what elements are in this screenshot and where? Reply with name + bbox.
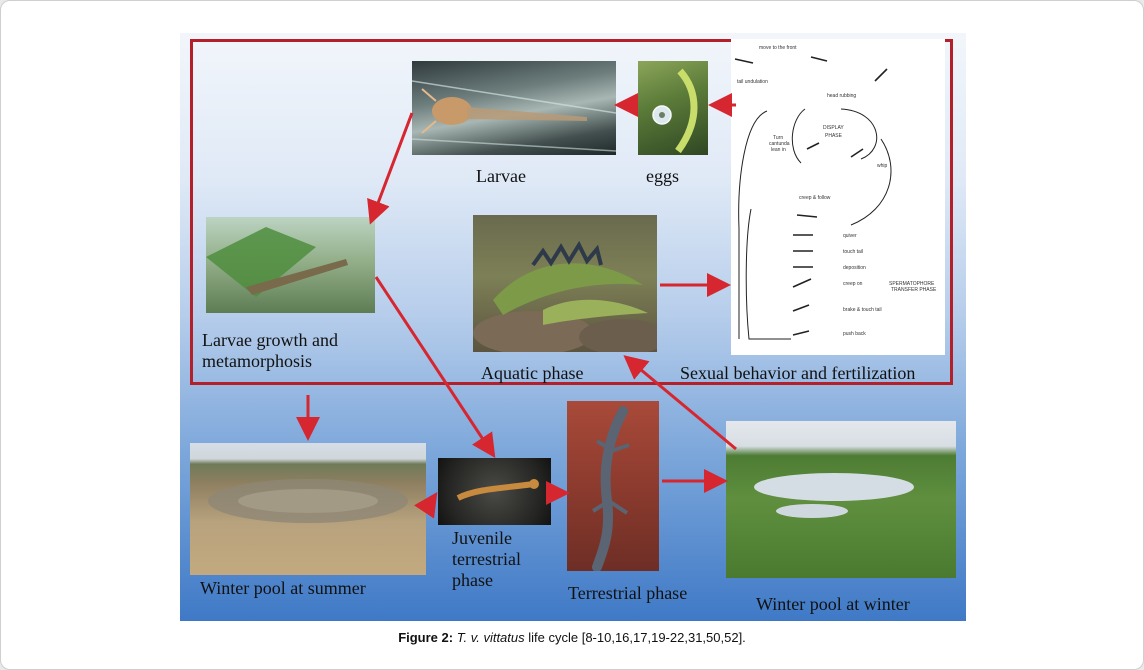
juvenile-label-line1: Juvenile	[452, 528, 521, 549]
caption-prefix: Figure 2:	[398, 630, 453, 645]
ethogram-label: move to the front	[759, 45, 797, 51]
juvenile-label-line2: terrestrial	[452, 549, 521, 570]
ethogram-label: PHASE	[825, 133, 843, 139]
ethogram-label: head rubbing	[827, 93, 856, 99]
figure-caption: Figure 2: T. v. vittatus life cycle [8-1…	[0, 630, 1144, 645]
arrow-summer-pool-to-juvenile	[426, 497, 434, 509]
larvae-label: Larvae	[476, 166, 526, 187]
ethogram-label: brake & touch tail	[843, 307, 882, 313]
dry-pool-drawing	[190, 443, 426, 575]
winter-pool-summer-label: Winter pool at summer	[200, 578, 366, 599]
full-pool-drawing	[726, 421, 956, 578]
life-cycle-figure: move to the front tail undulation head r…	[180, 33, 966, 621]
ethogram-loop	[746, 209, 791, 339]
ethogram-loop	[792, 109, 805, 163]
aquatic-phase-photo	[473, 215, 657, 352]
larvae-photo	[412, 61, 616, 155]
terrestrial-phase-label: Terrestrial phase	[568, 583, 687, 604]
ethogram-label: tail undulation	[737, 79, 768, 85]
terrestrial-phase-photo	[567, 401, 659, 571]
ethogram-label: quiver	[843, 233, 857, 239]
juvenile-label: Juvenile terrestrial phase	[452, 528, 521, 591]
egg-drawing	[638, 61, 708, 155]
larvae-growth-label-line2: metamorphosis	[202, 351, 338, 372]
ethogram-label: creep & follow	[799, 195, 831, 201]
ethogram-diagram: move to the front tail undulation head r…	[731, 39, 945, 355]
winter-pool-winter-label: Winter pool at winter	[756, 594, 910, 615]
ethogram-label: deposition	[843, 265, 866, 271]
larvae-growth-photo	[206, 217, 375, 313]
larva-on-leaf-drawing	[206, 217, 375, 313]
ethogram-label: touch tail	[843, 249, 863, 255]
eggs-label: eggs	[646, 166, 679, 187]
sexual-behavior-ethogram: move to the front tail undulation head r…	[731, 39, 945, 355]
juvenile-photo	[438, 458, 551, 525]
winter-pool-winter-photo	[726, 421, 956, 578]
caption-species: T. v. vittatus	[457, 630, 525, 645]
ethogram-label: push back	[843, 331, 866, 337]
ethogram-label: creep on	[843, 281, 863, 287]
aquatic-phase-label: Aquatic phase	[481, 363, 583, 384]
ethogram-label: whip	[877, 163, 888, 169]
larvae-growth-label: Larvae growth and metamorphosis	[202, 330, 338, 372]
juvenile-label-line3: phase	[452, 570, 521, 591]
larvae-growth-label-line1: Larvae growth and	[202, 330, 338, 351]
eggs-photo	[638, 61, 708, 155]
winter-pool-summer-photo	[190, 443, 426, 575]
larva-drawing	[412, 61, 616, 155]
ethogram-label: lean in	[771, 147, 786, 153]
ethogram-label: DISPLAY	[823, 125, 844, 131]
adult-newt-drawing	[567, 401, 659, 571]
juvenile-newt-drawing	[438, 458, 551, 525]
caption-text: life cycle [8-10,16,17,19-22,31,50,52].	[525, 630, 746, 645]
sexual-behavior-label: Sexual behavior and fertilization	[680, 363, 915, 384]
newts-drawing	[473, 215, 657, 352]
ethogram-label: TRANSFER PHASE	[891, 287, 937, 293]
ethogram-loop-left	[739, 111, 767, 339]
